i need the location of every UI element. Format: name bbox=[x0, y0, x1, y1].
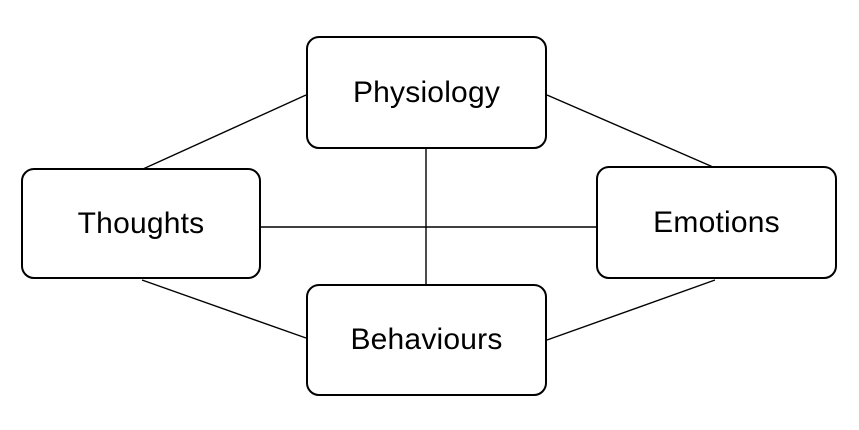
node-behaviours[interactable]: Behaviours bbox=[306, 284, 547, 396]
node-thoughts[interactable]: Thoughts bbox=[21, 168, 261, 279]
connector-physiology-emotions bbox=[546, 94, 714, 168]
connector-thoughts-physiology bbox=[142, 94, 307, 170]
node-thoughts-label: Thoughts bbox=[77, 206, 205, 240]
connector-behaviours-emotions bbox=[546, 279, 716, 341]
node-behaviours-label: Behaviours bbox=[350, 323, 503, 356]
node-physiology[interactable]: Physiology bbox=[306, 36, 547, 149]
node-emotions-label: Emotions bbox=[653, 205, 780, 239]
node-physiology-label: Physiology bbox=[352, 75, 501, 109]
node-emotions[interactable]: Emotions bbox=[596, 166, 837, 279]
connector-thoughts-behaviours bbox=[141, 279, 307, 339]
